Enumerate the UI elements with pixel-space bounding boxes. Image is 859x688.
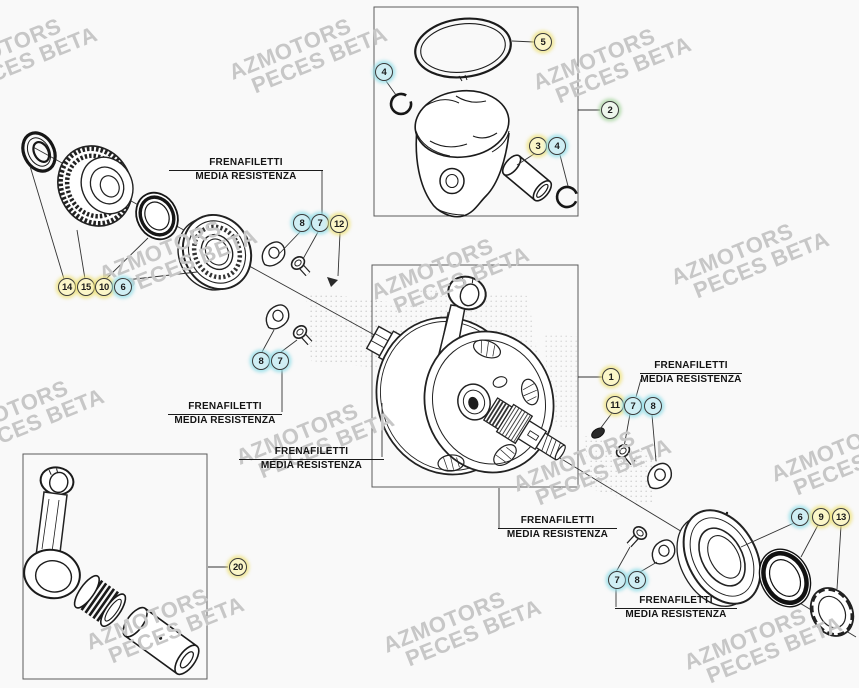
callout-9[interactable]: 9 bbox=[812, 508, 830, 526]
callout-13[interactable]: 13 bbox=[832, 508, 850, 526]
callout-8c[interactable]: 8 bbox=[644, 397, 662, 415]
threadlock-label-line2: MEDIA RESISTENZA bbox=[195, 170, 297, 182]
primary-gear-drawing bbox=[57, 145, 134, 227]
screw-drawing bbox=[292, 325, 313, 346]
piston-kit-box bbox=[373, 6, 579, 217]
clip-drawing bbox=[327, 277, 338, 287]
threadlock-label-line2: MEDIA RESISTENZA bbox=[506, 528, 609, 540]
callout-number: 4 bbox=[554, 140, 560, 152]
threadlock-label-line1: FRENAFILETTI bbox=[168, 401, 282, 415]
callout-1[interactable]: 1 bbox=[602, 368, 620, 386]
piston-ring-drawing bbox=[414, 17, 512, 82]
callout-4b[interactable]: 4 bbox=[548, 137, 566, 155]
callout-number: 15 bbox=[81, 281, 91, 293]
threadlock-label-line1: FRENAFILETTI bbox=[169, 157, 323, 171]
callout-number: 3 bbox=[535, 140, 541, 152]
callout-number: 6 bbox=[120, 281, 126, 293]
callout-8b[interactable]: 8 bbox=[252, 352, 270, 370]
callout-number: 1 bbox=[608, 371, 614, 383]
callout-11[interactable]: 11 bbox=[606, 396, 624, 414]
callout-14[interactable]: 14 bbox=[58, 278, 76, 296]
callout-7a[interactable]: 7 bbox=[311, 214, 329, 232]
fasteners-left bbox=[258, 239, 338, 346]
right-main-bearing-drawing bbox=[676, 509, 762, 607]
callout-4a[interactable]: 4 bbox=[375, 63, 393, 81]
crankshaft-box bbox=[371, 264, 579, 488]
callout-number: 11 bbox=[610, 399, 620, 411]
callout-number: 8 bbox=[299, 217, 305, 229]
callout-7d[interactable]: 7 bbox=[608, 571, 626, 589]
threadlock-label-line1: FRENAFILETTI bbox=[615, 595, 737, 609]
threadlock-label-line2: MEDIA RESISTENZA bbox=[174, 414, 276, 426]
threadlock-label-line2: MEDIA RESISTENZA bbox=[260, 459, 363, 471]
left-main-bearing-drawing bbox=[177, 213, 253, 291]
callout-20[interactable]: 20 bbox=[229, 558, 247, 576]
screw-drawing bbox=[290, 256, 311, 277]
callout-number: 8 bbox=[258, 355, 264, 367]
lock-nut-drawing bbox=[809, 587, 855, 637]
callout-number: 5 bbox=[540, 36, 546, 48]
callout-number: 8 bbox=[634, 574, 640, 586]
needle-bearing-drawing bbox=[73, 574, 127, 628]
callout-12[interactable]: 12 bbox=[330, 215, 348, 233]
callout-15[interactable]: 15 bbox=[77, 278, 95, 296]
callout-6b[interactable]: 6 bbox=[791, 508, 809, 526]
threadlock-label-2: FRENAFILETTI MEDIA RESISTENZA bbox=[168, 401, 282, 427]
leader-lines bbox=[29, 40, 842, 607]
callout-number: 2 bbox=[607, 104, 613, 116]
callout-number: 13 bbox=[836, 511, 846, 523]
callout-10[interactable]: 10 bbox=[95, 278, 113, 296]
group-boxes bbox=[22, 6, 579, 680]
spacer-ring-drawing bbox=[135, 191, 179, 241]
callout-8a[interactable]: 8 bbox=[293, 214, 311, 232]
callout-number: 8 bbox=[650, 400, 656, 412]
crankshaft-drawing bbox=[365, 275, 566, 476]
circlip-drawing-a bbox=[389, 92, 413, 116]
circlip-drawing-b bbox=[551, 181, 583, 213]
woodruff-key-drawing bbox=[591, 427, 605, 439]
screw-drawing bbox=[626, 526, 648, 548]
threadlock-label-5: FRENAFILETTI MEDIA RESISTENZA bbox=[615, 595, 737, 621]
threadlock-label-line1: FRENAFILETTI bbox=[239, 446, 384, 460]
threadlock-label-1: FRENAFILETTI MEDIA RESISTENZA bbox=[169, 157, 323, 183]
threadlock-label-line1: FRENAFILETTI bbox=[498, 515, 617, 529]
callout-2[interactable]: 2 bbox=[601, 101, 619, 119]
threadlock-label-6: FRENAFILETTI MEDIA RESISTENZA bbox=[498, 515, 617, 541]
piston-drawing bbox=[414, 89, 510, 218]
callout-3[interactable]: 3 bbox=[529, 137, 547, 155]
piston-pin-drawing bbox=[501, 154, 553, 202]
callout-number: 9 bbox=[818, 511, 824, 523]
callout-number: 7 bbox=[317, 217, 323, 229]
conrod-kit-box bbox=[22, 453, 208, 680]
callout-number: 4 bbox=[381, 66, 387, 78]
callout-number: 7 bbox=[614, 574, 620, 586]
callout-7c[interactable]: 7 bbox=[624, 397, 642, 415]
threadlock-label-4: FRENAFILETTI MEDIA RESISTENZA bbox=[640, 360, 742, 386]
callout-5[interactable]: 5 bbox=[534, 33, 552, 51]
oil-seal-drawing bbox=[758, 548, 812, 608]
callout-8d[interactable]: 8 bbox=[628, 571, 646, 589]
callout-6a[interactable]: 6 bbox=[114, 278, 132, 296]
callout-number: 12 bbox=[334, 218, 344, 230]
threadlock-label-3: FRENAFILETTI MEDIA RESISTENZA bbox=[239, 446, 384, 472]
callout-number: 14 bbox=[62, 281, 72, 293]
threadlock-label-line1: FRENAFILETTI bbox=[640, 360, 742, 374]
callout-7b[interactable]: 7 bbox=[271, 352, 289, 370]
callout-number: 6 bbox=[797, 511, 803, 523]
connecting-rod-drawing bbox=[23, 466, 81, 600]
callout-number: 10 bbox=[99, 281, 109, 293]
threadlock-label-line2: MEDIA RESISTENZA bbox=[625, 608, 727, 620]
screw-drawing bbox=[615, 444, 636, 466]
callout-number: 7 bbox=[277, 355, 283, 367]
callout-number: 20 bbox=[233, 561, 243, 573]
crank-pin-drawing bbox=[122, 606, 200, 676]
seal-drawing bbox=[21, 131, 57, 173]
callout-number: 7 bbox=[630, 400, 636, 412]
fasteners-right bbox=[591, 427, 679, 567]
threadlock-label-line2: MEDIA RESISTENZA bbox=[640, 373, 742, 385]
